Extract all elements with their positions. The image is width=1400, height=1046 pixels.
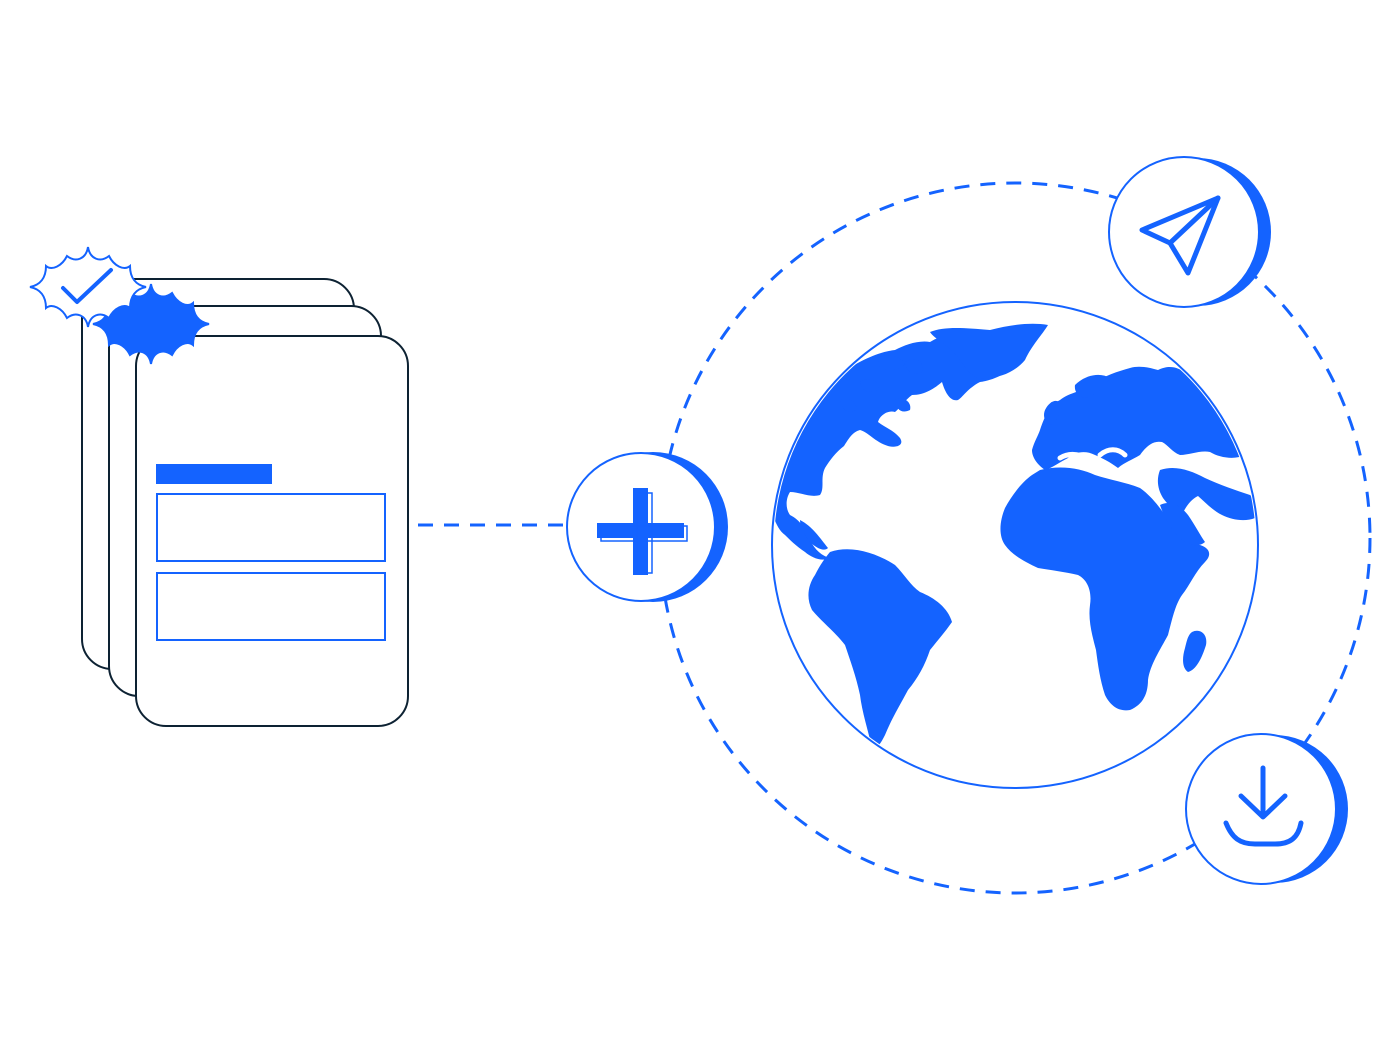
globe-icon (774, 323, 1256, 749)
orbit-ring (658, 181, 1372, 895)
verified-check-badge-icon (61, 268, 113, 304)
verified-badge-body (29, 246, 147, 328)
continent-central-america (800, 520, 828, 550)
form-field-2 (156, 572, 386, 641)
document-stack (81, 278, 409, 727)
download-node (1185, 733, 1348, 885)
island-arctic-1 (878, 355, 905, 371)
verified-badge (29, 246, 210, 365)
continent-greenland (930, 323, 1048, 379)
island-arctic-3 (860, 379, 879, 392)
island-arctic-5 (840, 398, 857, 412)
form-title-bar (156, 464, 272, 484)
continent-arabia (1160, 503, 1205, 546)
continent-south-america (808, 549, 952, 749)
island-uk (1044, 400, 1062, 425)
document-form (156, 464, 386, 641)
add-node (566, 452, 728, 602)
download-tray-icon (1223, 765, 1304, 847)
island-madagascar (1183, 630, 1207, 672)
paper-plane-icon (1139, 195, 1221, 276)
globe-highlights (1057, 447, 1175, 465)
document-front (135, 335, 409, 727)
continent-north-america (774, 325, 1045, 560)
globe (771, 301, 1259, 789)
island-arctic-4 (895, 398, 911, 412)
island-arctic-2 (905, 359, 923, 374)
island-scandinavia (1074, 374, 1110, 398)
send-node (1108, 156, 1271, 308)
continent-africa (1000, 467, 1210, 711)
plus-icon (597, 488, 688, 575)
form-field-1 (156, 493, 386, 562)
continent-asia-edge (1157, 468, 1256, 521)
